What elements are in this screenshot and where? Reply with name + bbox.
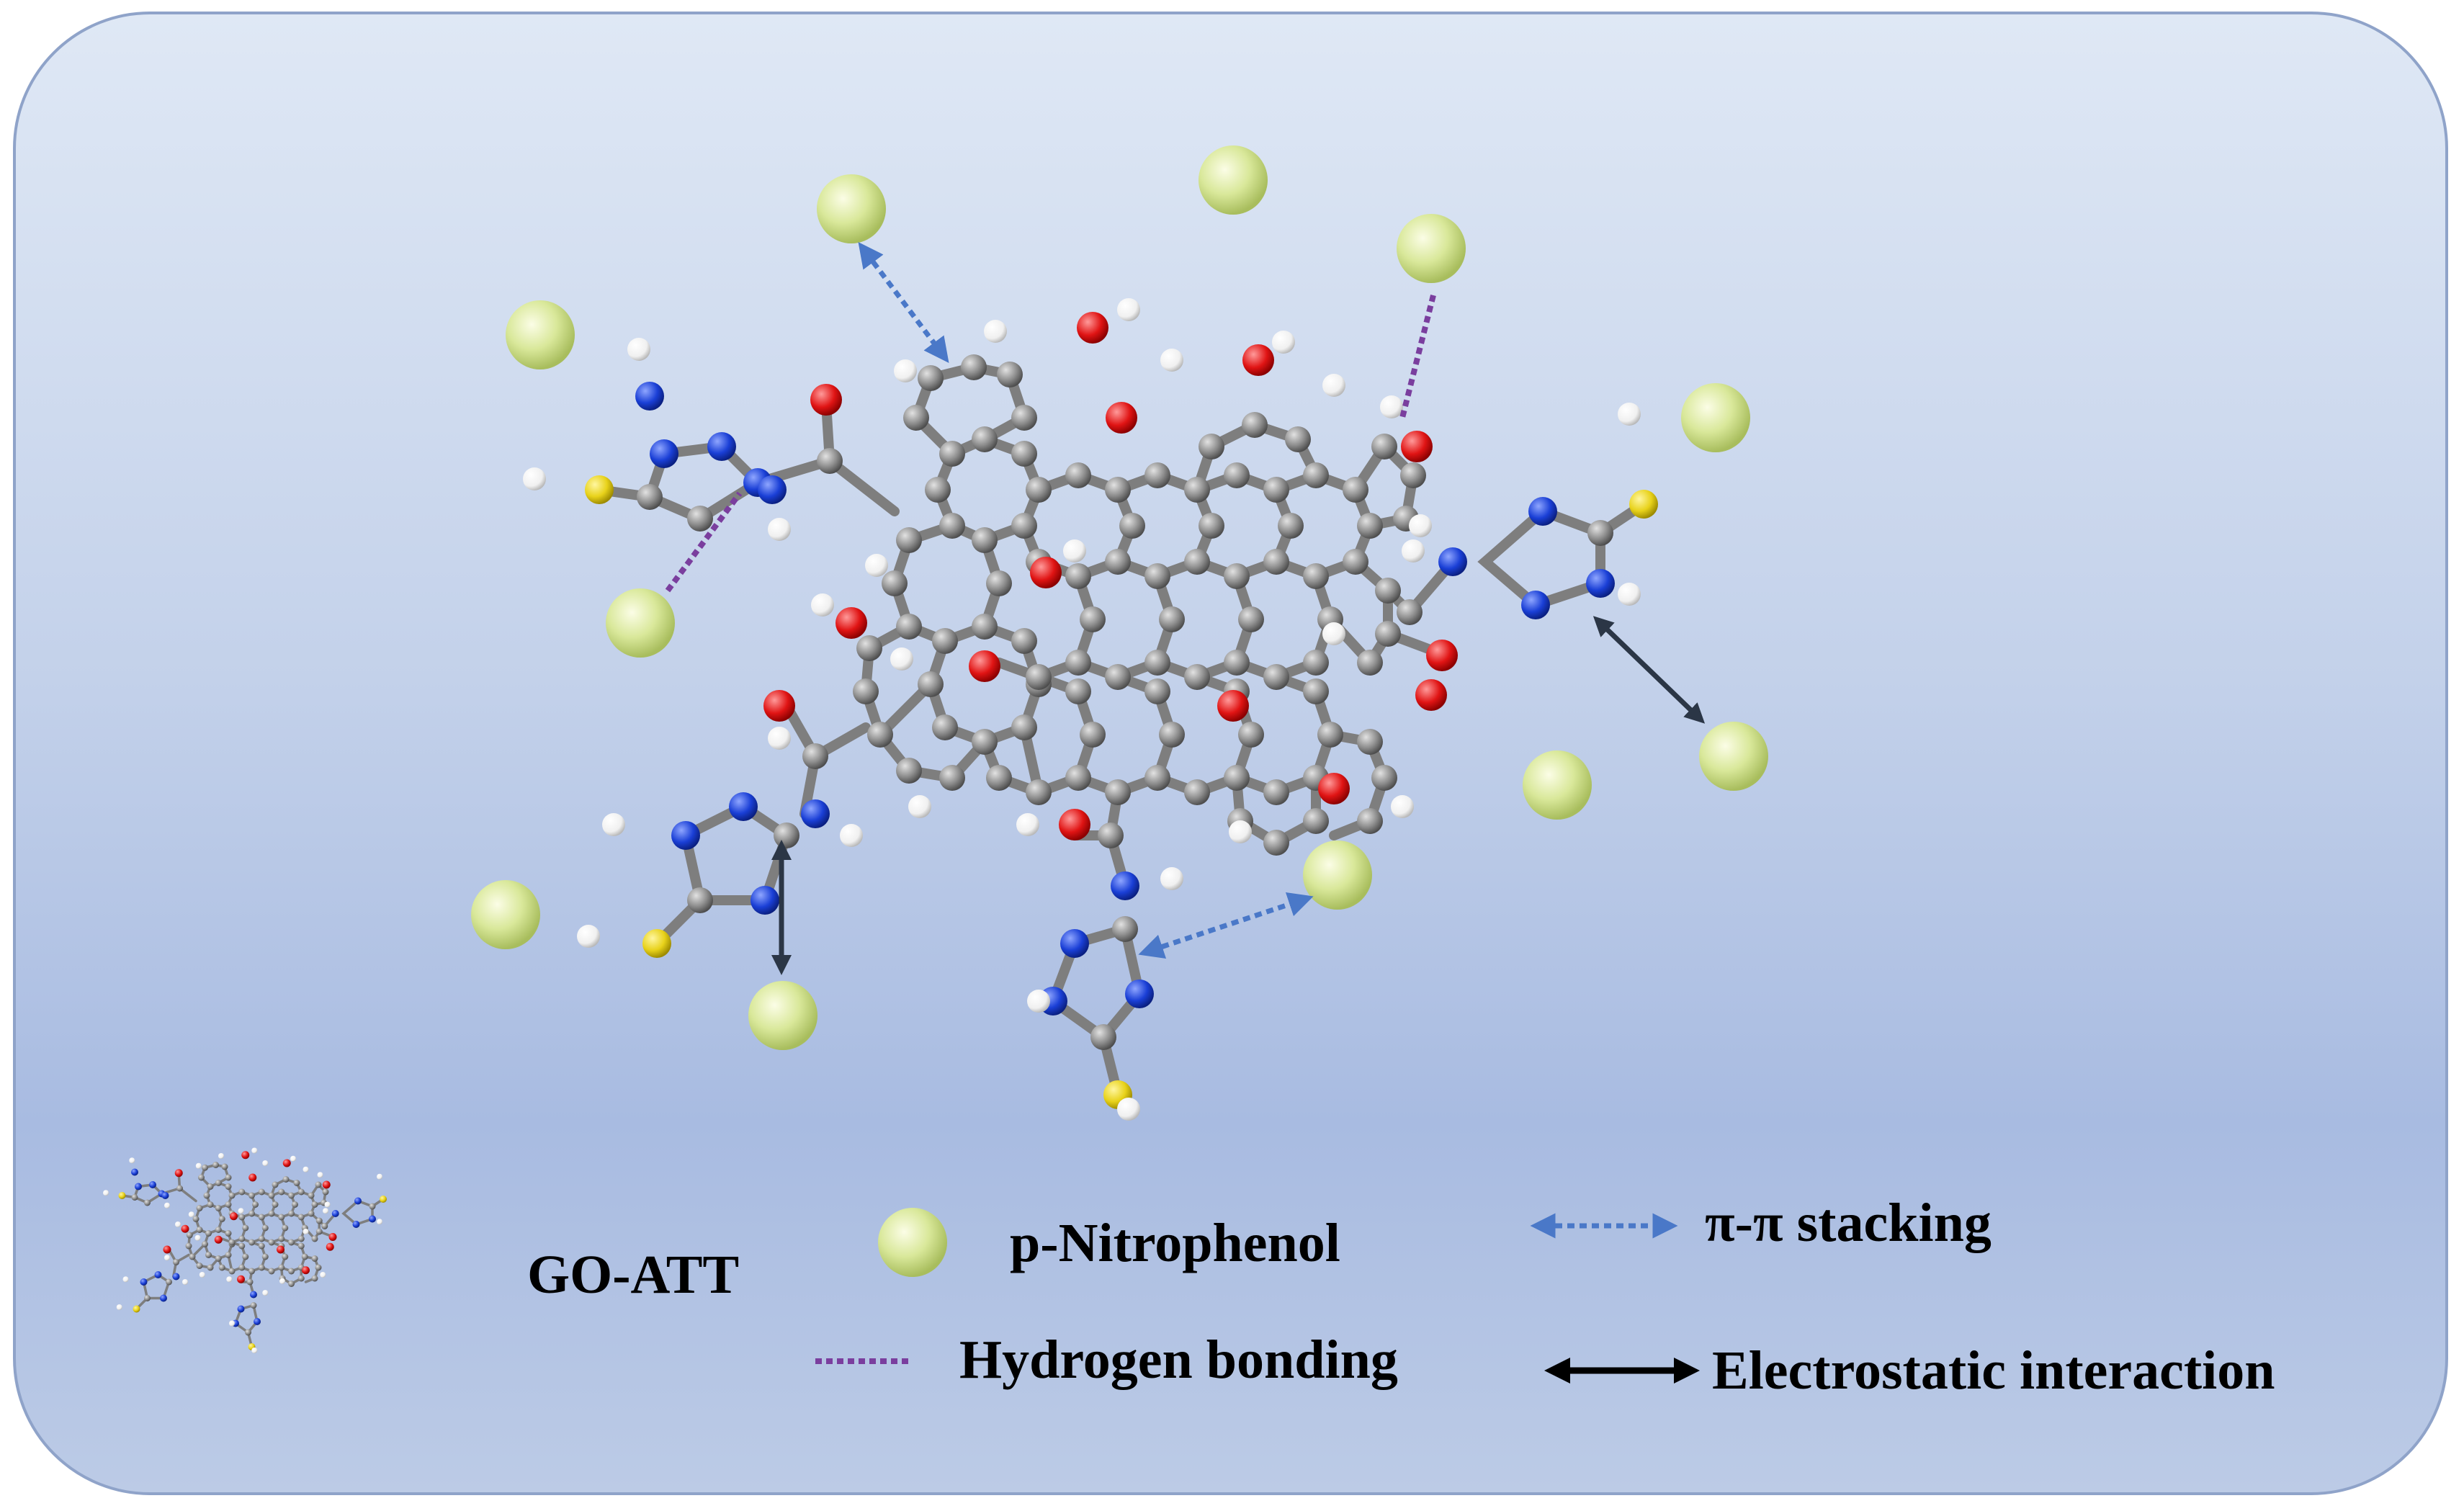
interaction-scene [102,145,1768,1384]
legend-electrostatic-label: Electrostatic interaction [1712,1340,2275,1401]
legend-p-nitrophenol-label: p-Nitrophenol [1010,1213,1340,1273]
p-nitrophenol-sphere [606,588,675,658]
p-nitrophenol-sphere [1199,145,1268,215]
p-nitrophenol-sphere [1681,383,1750,452]
p-nitrophenol-sphere [1397,214,1466,283]
pi-stacking-arrow [858,242,949,363]
p-nitrophenol-sphere [506,300,575,369]
legend-go-att-label: GO-ATT [527,1245,740,1305]
interaction-markers [665,242,1706,975]
p-nitrophenol-sphere [471,880,540,949]
go-att-molecule [523,298,1658,1121]
p-nitrophenol-sphere [1523,750,1592,820]
p-nitrophenol-sphere [1699,722,1768,791]
legend-sphere-icon [878,1208,947,1277]
legend-hydrogen-bonding-label: Hydrogen bonding [959,1330,1398,1390]
p-nitrophenol-spheres [471,145,1768,1050]
pi-stacking-arrow [1138,892,1314,959]
p-nitrophenol-sphere [817,174,886,243]
hydrogen-bond-line [1399,295,1436,418]
legend-pi-stacking-label: π-π stacking [1705,1193,1992,1253]
electrostatic-arrow [1592,616,1706,724]
p-nitrophenol-sphere [1303,840,1372,910]
hydrogen-bond-line [665,491,743,593]
p-nitrophenol-sphere [748,981,817,1050]
diagram-panel: GO-ATT p-Nitrophenol π-π stacking Hydrog… [13,12,2448,1495]
legend-molecule-icon [102,1146,388,1355]
